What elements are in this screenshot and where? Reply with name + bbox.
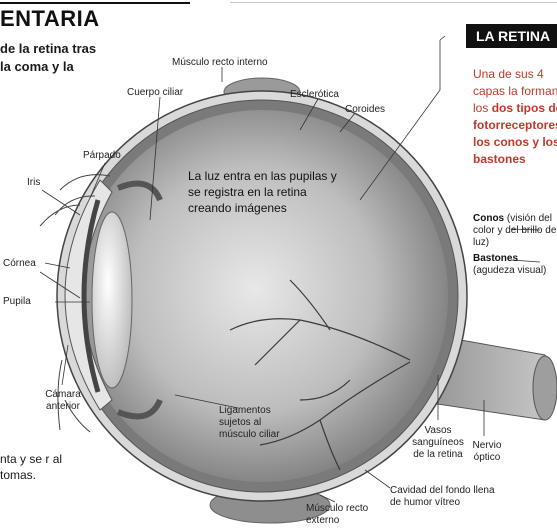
- bastones-label: Bastones: [473, 253, 518, 264]
- label-ligamentos-line3: músculo ciliar: [219, 429, 280, 441]
- conos-item: Conos (visión del color y del brillo de …: [473, 213, 557, 249]
- label-nervio: Nervio óptico: [470, 440, 504, 464]
- label-nervio-line2: óptico: [470, 452, 504, 464]
- label-vasos-line3: de la retina: [406, 449, 470, 461]
- label-nervio-line1: Nervio: [470, 440, 504, 452]
- bastones-item: Bastones (agudeza visual): [473, 253, 557, 277]
- lens-shape: [92, 212, 132, 388]
- light-note: La luz entra en las pupilas y se registr…: [188, 168, 338, 216]
- retina-heading: LA RETINA: [466, 24, 557, 48]
- label-cavidad: Cavidad del fondo llena de humor vítreo: [390, 485, 495, 509]
- conos-label: Conos: [473, 213, 504, 224]
- label-parpado: Párpado: [83, 150, 121, 162]
- optic-nerve-end: [533, 356, 557, 420]
- label-musculo-externo-line2: externo: [306, 515, 368, 527]
- label-esclerotica: Esclerótica: [290, 89, 339, 101]
- label-cavidad-line1: Cavidad del fondo llena: [390, 485, 495, 497]
- label-ligamentos-line2: sujetos al: [219, 417, 280, 429]
- bastones-desc: (agudeza visual): [473, 265, 546, 276]
- label-pupila: Pupila: [3, 296, 31, 308]
- label-musculo-recto-interno: Músculo recto interno: [172, 57, 268, 69]
- label-musculo-recto-externo: Músculo recto externo: [306, 503, 368, 527]
- label-camara-anterior: Cámara anterior: [40, 389, 86, 413]
- label-coroides: Coroides: [345, 104, 385, 116]
- label-camara-line2: anterior: [40, 401, 86, 413]
- label-musculo-externo-line1: Músculo recto: [306, 503, 368, 515]
- label-cuerpo-ciliar: Cuerpo ciliar: [127, 87, 183, 99]
- label-vasos-line2: sanguíneos: [406, 437, 470, 449]
- label-vasos-line1: Vasos: [406, 425, 470, 437]
- label-ligamentos-line1: Ligamentos: [219, 405, 280, 417]
- label-camara-line1: Cámara: [40, 389, 86, 401]
- label-ligamentos: Ligamentos sujetos al músculo ciliar: [219, 405, 280, 441]
- label-vasos: Vasos sanguíneos de la retina: [406, 425, 470, 461]
- label-iris: Iris: [27, 177, 40, 189]
- retina-description: Una de sus 4 capas la forman los dos tip…: [473, 66, 557, 168]
- label-cornea: Córnea: [3, 258, 36, 270]
- label-cavidad-line2: de humor vítreo: [390, 497, 495, 509]
